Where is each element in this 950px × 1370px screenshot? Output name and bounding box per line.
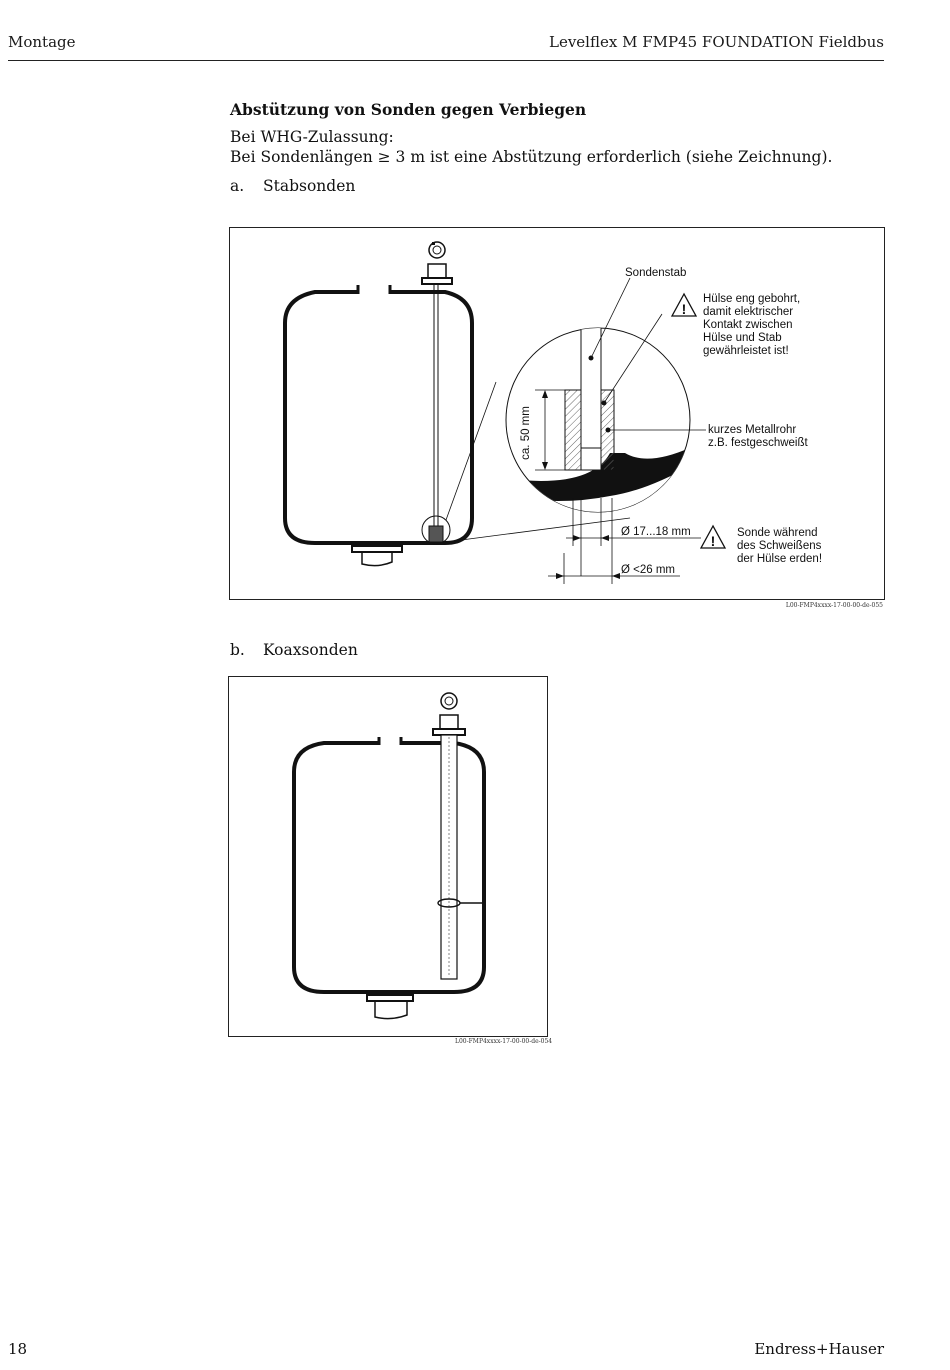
tank-wall-section xyxy=(506,443,690,501)
figure-rod-probe-drawing: ca. 50 mm Ø 17...18 mm Ø <26 mm Sondenst… xyxy=(283,241,822,584)
figure-coax-probe-drawing xyxy=(292,692,486,1020)
label-warning-line-3: der Hülse erden! xyxy=(737,553,822,565)
list-marker-a: a. xyxy=(230,177,245,195)
bottom-flange xyxy=(351,545,403,553)
label-metal-tube-line-1: kurzes Metallrohr xyxy=(708,424,796,436)
intro-line-2: Bei Sondenlängen ≥ 3 m ist eine Abstützu… xyxy=(230,148,833,166)
warning-icon-grounding: ! xyxy=(699,524,727,549)
top-flange xyxy=(421,277,453,285)
warning-icon-sleeve: ! xyxy=(670,292,698,317)
rod-section xyxy=(580,328,602,449)
label-outer-diameter: Ø <26 mm xyxy=(621,564,675,576)
tank-outline xyxy=(283,290,474,545)
label-inner-diameter: Ø 17...18 mm xyxy=(621,526,691,538)
header-rule xyxy=(8,60,884,61)
header-section-label: Montage xyxy=(8,33,76,51)
svg-text:!: ! xyxy=(711,533,716,549)
list-label-a: Stabsonden xyxy=(263,177,356,195)
bottom-flange-2 xyxy=(366,994,414,1002)
top-flange-2 xyxy=(432,728,466,736)
label-sleeve-line-2: damit elektrischer xyxy=(703,306,793,318)
label-height-dimension: ca. 50 mm xyxy=(520,406,532,460)
footer-brand: Endress+Hauser xyxy=(754,1340,884,1358)
figure-1-reference: L00-FMP4xxxx-17-00-00-de-055 xyxy=(785,602,883,609)
list-label-b: Koaxsonden xyxy=(263,641,358,659)
list-marker-b: b. xyxy=(230,641,245,659)
detail-marker-circle xyxy=(421,515,451,545)
intro-line-1: Bei WHG-Zulassung: xyxy=(230,128,394,146)
label-warning-line-2: des Schweißens xyxy=(737,540,822,552)
support-sleeve-small xyxy=(428,525,444,543)
label-sleeve-line-1: Hülse eng gebohrt, xyxy=(703,293,800,305)
bottom-nozzle xyxy=(361,552,393,567)
label-metal-tube-line-2: z.B. festgeschweißt xyxy=(708,437,809,449)
section-title: Abstützung von Sonden gegen Verbiegen xyxy=(230,100,587,119)
transmitter-head-2 xyxy=(440,692,458,710)
transmitter-head xyxy=(428,241,446,259)
label-sleeve-line-5: gewährleistet ist! xyxy=(703,345,789,357)
svg-text:!: ! xyxy=(682,301,687,317)
label-sleeve-line-4: Hülse und Stab xyxy=(703,332,782,344)
transmitter-housing-2 xyxy=(439,714,459,730)
page-number: 18 xyxy=(8,1340,28,1358)
label-sleeve-line-3: Kontakt zwischen xyxy=(703,319,793,331)
figure-rod-probe: ca. 50 mm Ø 17...18 mm Ø <26 mm Sondenst… xyxy=(229,227,885,600)
header-document-title: Levelflex M FMP45 FOUNDATION Fieldbus xyxy=(548,33,884,51)
label-sondenstab: Sondenstab xyxy=(625,267,686,279)
tank-outline-2 xyxy=(292,741,486,994)
figure-2-reference: L00-FMP4xxxx-17-00-00-de-054 xyxy=(455,1038,553,1045)
figure-coax-probe xyxy=(228,676,548,1037)
transmitter-housing xyxy=(427,263,447,279)
label-warning-line-1: Sonde während xyxy=(737,527,818,539)
